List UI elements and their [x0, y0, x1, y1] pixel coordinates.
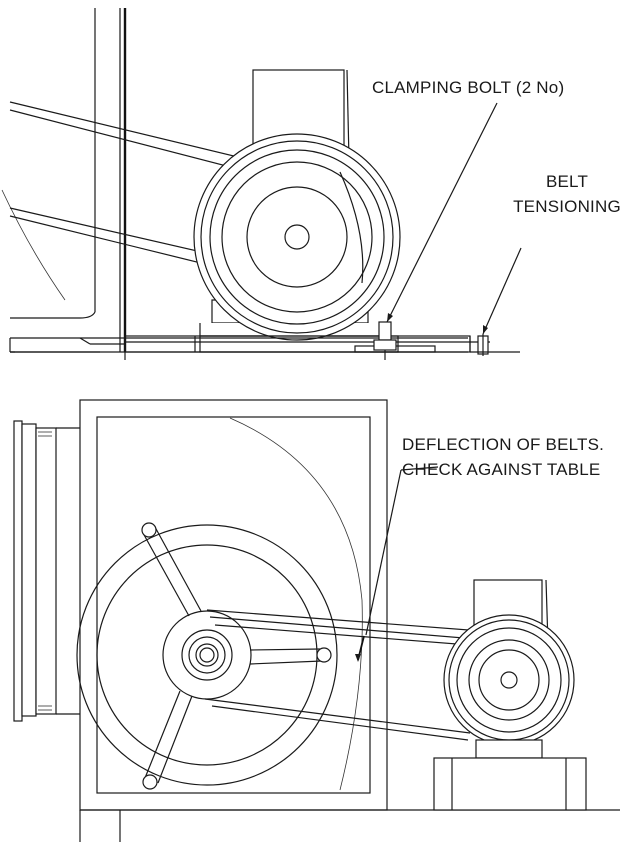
top-leader-lines — [386, 102, 522, 335]
fan-wheel — [76, 522, 338, 790]
top-view — [1, 8, 522, 360]
fan-scroll-curve — [1, 189, 66, 301]
deflection-leader — [355, 466, 439, 662]
deflection-line2: CHECK AGAINST TABLE — [402, 460, 601, 479]
belt-tensioning-label: BELT TENSIONING — [510, 169, 624, 219]
motor-front — [433, 579, 587, 811]
deflection-label: DEFLECTION OF BELTS. CHECK AGAINST TABLE — [402, 432, 604, 482]
bottom-view — [13, 399, 620, 842]
motor-side — [193, 69, 401, 341]
belt-tensioning-line2: TENSIONING — [513, 197, 621, 216]
inlet-flange — [13, 420, 80, 722]
fan-casing-side — [10, 8, 127, 352]
fan-casing-front — [79, 399, 620, 842]
belt-tension-bolt — [470, 334, 520, 356]
clamping-bolt — [373, 321, 397, 360]
belt-tensioning-line1: BELT — [545, 172, 589, 191]
clamping-bolt-label: CLAMPING BOLT (2 No) — [372, 78, 565, 97]
base-rail-side — [9, 335, 490, 360]
deflection-line1: DEFLECTION OF BELTS. — [402, 435, 605, 454]
belts-front — [204, 609, 509, 741]
